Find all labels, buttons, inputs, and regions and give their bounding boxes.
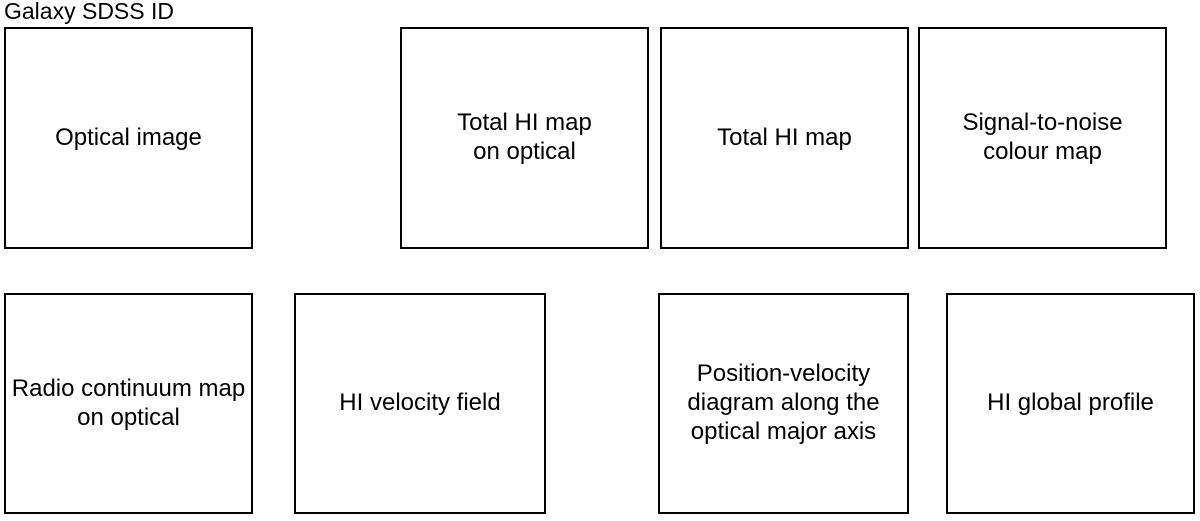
panel-radio-continuum-map-on-optical: Radio continuum map on optical	[4, 293, 253, 514]
panel-radio-continuum-map-on-optical-label: Radio continuum map on optical	[11, 374, 246, 431]
panel-signal-to-noise-colour-map-label: Signal-to-noise colour map	[962, 109, 1123, 165]
panel-total-hi-map-on-optical-label: Total HI map on optical	[457, 109, 592, 165]
panel-total-hi-map-on-optical: Total HI map on optical	[400, 27, 649, 249]
panel-optical-image: Optical image	[4, 27, 253, 249]
page-title: Galaxy SDSS ID	[4, 0, 174, 24]
panel-signal-to-noise-colour-map: Signal-to-noise colour map	[918, 27, 1167, 249]
panel-hi-velocity-field: HI velocity field	[294, 293, 546, 514]
panel-position-velocity-diagram-label: Position-velocity diagram along the opti…	[687, 360, 880, 445]
panel-position-velocity-diagram: Position-velocity diagram along the opti…	[658, 293, 909, 514]
panel-optical-image-label: Optical image	[55, 123, 202, 151]
panel-hi-velocity-field-label: HI velocity field	[339, 389, 501, 417]
panel-total-hi-map-label: Total HI map	[717, 123, 852, 151]
panel-hi-global-profile-label: HI global profile	[987, 389, 1154, 417]
panel-hi-global-profile: HI global profile	[946, 293, 1195, 514]
panel-total-hi-map: Total HI map	[660, 27, 909, 249]
